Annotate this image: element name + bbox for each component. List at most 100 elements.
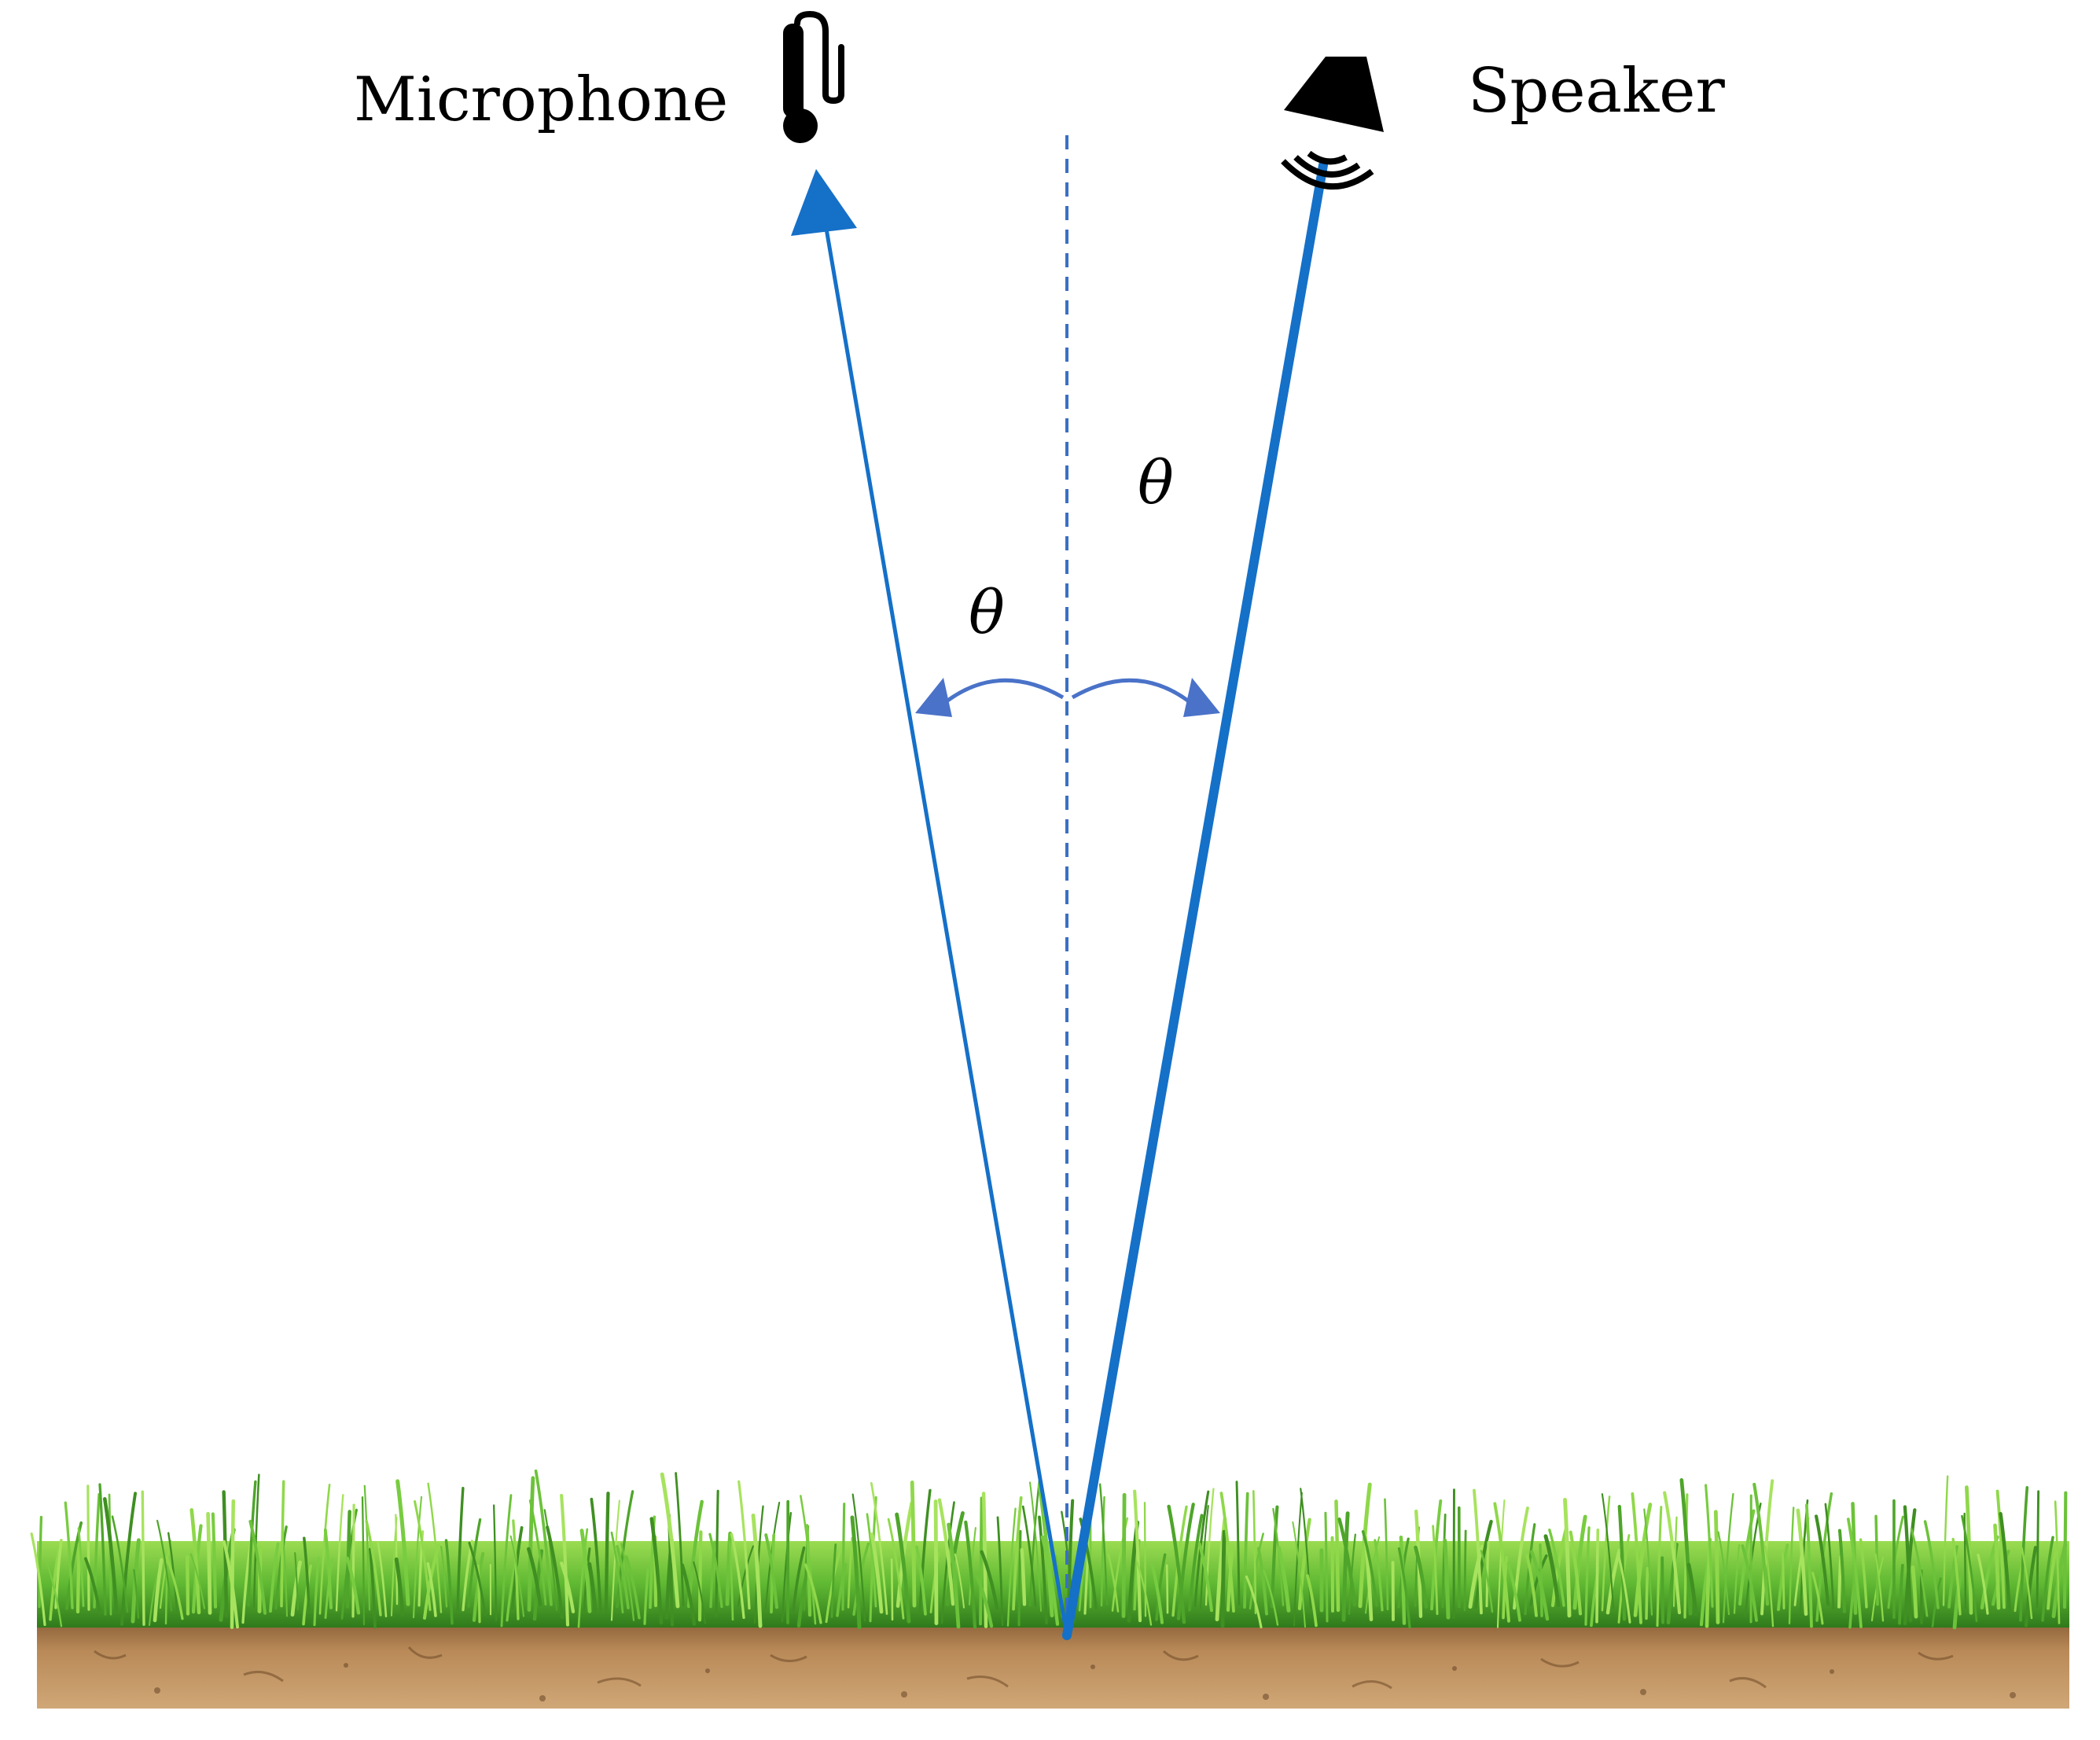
grass-blade	[141, 1490, 145, 1626]
grass-blade	[527, 1547, 542, 1606]
grass-blade	[1215, 1517, 1227, 1622]
grass-blade	[1717, 1531, 1730, 1616]
grass-blade	[120, 1492, 138, 1626]
grass-blade	[476, 1564, 481, 1624]
grass-blade	[590, 1497, 602, 1614]
grass-blade	[1631, 1492, 1642, 1624]
grass-blade	[910, 1480, 917, 1608]
grass-blade	[1572, 1514, 1587, 1610]
grass-blade	[1204, 1488, 1215, 1606]
grass-blade	[111, 1515, 129, 1613]
grass-blade	[616, 1490, 634, 1609]
grass-blade	[1021, 1505, 1037, 1607]
grass-blade	[1760, 1479, 1775, 1616]
grass-blade	[1384, 1498, 1389, 1611]
grass-blade	[1645, 1566, 1649, 1620]
grass-blade	[866, 1513, 877, 1608]
grass-blade	[728, 1540, 734, 1621]
grass-blade	[363, 1484, 371, 1611]
grass-blade	[345, 1510, 351, 1609]
grass-blade	[414, 1500, 432, 1611]
grass-blade	[83, 1557, 101, 1616]
grass-blade	[1374, 1539, 1384, 1612]
grass-blade	[335, 1494, 344, 1612]
grass-blade	[708, 1532, 723, 1609]
grass-blade	[440, 1546, 448, 1608]
grass-blade	[98, 1483, 107, 1616]
grass-blade	[1601, 1493, 1615, 1609]
grass-blade	[1496, 1499, 1506, 1628]
grass-blade	[1679, 1478, 1693, 1616]
grass-blade	[164, 1573, 168, 1625]
grass-blade	[1617, 1504, 1627, 1621]
grass-blade	[1911, 1565, 1918, 1619]
grass-blade	[836, 1562, 848, 1617]
grass-blade	[1548, 1528, 1565, 1607]
grass-blade	[1017, 1530, 1022, 1627]
grass-blade	[49, 1546, 61, 1621]
grass-blade	[1995, 1489, 2006, 1609]
grass-blade	[1324, 1511, 1329, 1623]
grass-blade	[870, 1481, 888, 1615]
grass-blade	[86, 1484, 90, 1611]
grass-blade	[1006, 1507, 1017, 1627]
grass-blade	[153, 1558, 164, 1623]
grass-blade	[1764, 1545, 1775, 1628]
angle-arc-left	[942, 678, 1065, 705]
grass-blade	[30, 1532, 46, 1626]
grass-blade	[847, 1536, 854, 1609]
grass-blade	[1874, 1553, 1885, 1622]
grass-blade	[1067, 1499, 1075, 1612]
grass-blade	[395, 1514, 399, 1606]
grass-blade	[1656, 1506, 1663, 1628]
grass-blade	[303, 1536, 311, 1611]
grass-blade	[1176, 1503, 1195, 1620]
grass-blade	[796, 1568, 810, 1628]
grass-blade	[620, 1543, 635, 1621]
grass-blade	[560, 1494, 570, 1627]
grass-blade	[223, 1540, 239, 1629]
grass-blade	[937, 1498, 955, 1606]
grass-blade	[351, 1503, 355, 1618]
grass-blade	[1722, 1492, 1734, 1624]
grass-blade	[1334, 1499, 1341, 1613]
grass-blade	[560, 1562, 576, 1613]
grass-blade	[579, 1528, 592, 1613]
grass-blade	[1473, 1488, 1483, 1615]
soil-texture	[94, 1646, 1954, 1690]
grass-blade	[1733, 1543, 1741, 1614]
grass-blade	[649, 1517, 664, 1624]
grass-blade	[2024, 1546, 2038, 1628]
grass-blade	[1999, 1512, 2012, 1615]
grass-blade	[38, 1515, 43, 1609]
grass-blade	[247, 1480, 257, 1607]
grass-blade	[148, 1566, 160, 1626]
grass-blade	[1480, 1550, 1494, 1613]
grass-blade	[1796, 1508, 1808, 1617]
grass-blade	[1306, 1574, 1318, 1628]
grass-blade	[1107, 1553, 1120, 1613]
grass-blade	[211, 1512, 217, 1609]
grass-blade	[751, 1513, 763, 1628]
grass-blade	[1563, 1497, 1572, 1618]
grass-blade	[230, 1499, 236, 1629]
grass-blade	[1167, 1504, 1186, 1624]
grass-blade	[493, 1504, 498, 1622]
grass-blade	[1171, 1505, 1188, 1617]
grass-blade	[412, 1495, 423, 1619]
grass-blade	[318, 1484, 331, 1615]
speaker-icon	[1281, 57, 1384, 190]
grass-blade	[1277, 1546, 1291, 1613]
grass-blade	[1961, 1514, 1978, 1622]
angle-label-right: θ	[1138, 447, 1174, 517]
grass-blade	[1601, 1495, 1611, 1612]
grass-blade	[377, 1541, 388, 1617]
grass-blade	[1188, 1514, 1204, 1612]
grass-blade	[1952, 1574, 1962, 1630]
grass-blade	[77, 1527, 85, 1607]
grass-blade	[427, 1482, 443, 1613]
grass-blade	[1256, 1547, 1268, 1616]
grass-blade	[1705, 1484, 1714, 1608]
incident-ray	[1062, 160, 1328, 1640]
